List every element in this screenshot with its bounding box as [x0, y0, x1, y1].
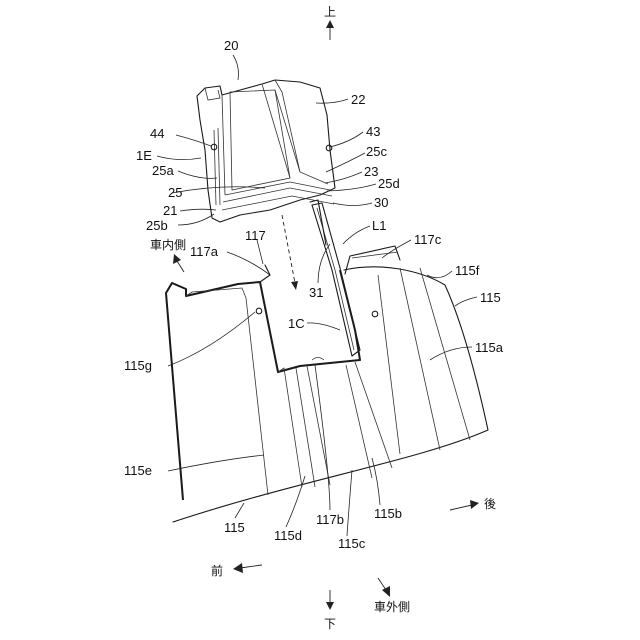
label-20: 20: [224, 38, 238, 53]
label-25b: 25b: [146, 218, 168, 233]
panel-115: [166, 246, 488, 522]
arrow-up-icon: [326, 20, 334, 28]
label-115-right: 115: [480, 290, 501, 305]
bracket-31: [310, 200, 360, 356]
arrow-rear-icon: [470, 500, 479, 509]
dir-up: 上: [324, 5, 336, 19]
label-21: 21: [163, 203, 177, 218]
label-31: 31: [309, 285, 323, 300]
arrow-front-icon: [233, 563, 243, 573]
label-L1: L1: [372, 218, 386, 233]
label-115d: 115d: [274, 528, 302, 543]
label-115c: 115c: [338, 536, 366, 551]
label-22: 22: [351, 92, 365, 107]
dir-rear: 後: [484, 497, 496, 511]
label-115e: 115e: [124, 463, 152, 478]
arrow-inner-icon: [173, 254, 181, 264]
label-115b: 115b: [374, 506, 402, 521]
label-23: 23: [364, 164, 378, 179]
dir-outer: 車外側: [374, 600, 410, 614]
label-115f: 115f: [455, 263, 480, 278]
label-115g: 115g: [124, 358, 152, 373]
dir-down: 下: [324, 617, 336, 631]
label-117a: 117a: [190, 244, 219, 259]
label-117b: 117b: [316, 512, 344, 527]
dir-inner: 車内側: [150, 238, 186, 252]
arrow-down-icon: [326, 602, 334, 610]
label-25d: 25d: [378, 176, 400, 191]
label-44: 44: [150, 126, 164, 141]
label-115a: 115a: [475, 340, 504, 355]
label-30: 30: [374, 195, 388, 210]
label-117: 117: [245, 228, 266, 243]
label-43: 43: [366, 124, 380, 139]
assembly-arrow: [282, 215, 295, 283]
dir-front: 前: [211, 563, 223, 578]
label-1E: 1E: [136, 148, 152, 163]
label-25: 25: [168, 185, 182, 200]
label-115-bottom: 115: [224, 520, 245, 535]
arrow-outer-icon: [382, 586, 390, 597]
label-1C: 1C: [288, 316, 305, 331]
label-25c: 25c: [366, 144, 387, 159]
label-117c: 117c: [414, 232, 442, 247]
label-25a: 25a: [152, 163, 174, 178]
